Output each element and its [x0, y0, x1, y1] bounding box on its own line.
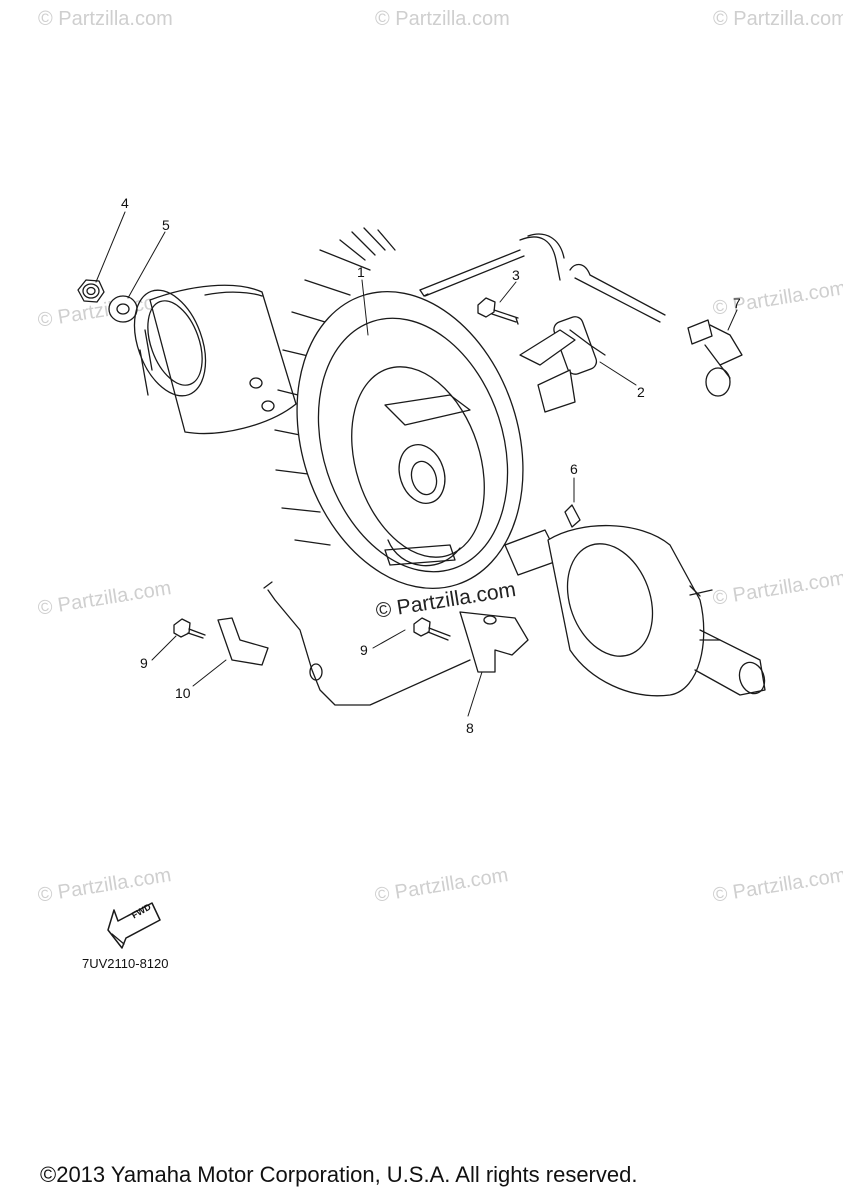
callout-part-7[interactable]: 7: [733, 295, 741, 311]
callout-part-4[interactable]: 4: [121, 195, 129, 211]
callout-part-5[interactable]: 5: [162, 217, 170, 233]
pulser-coil-part-8[interactable]: [263, 581, 529, 706]
drawing-code: 7UV2110-8120: [82, 956, 169, 971]
callout-part-8[interactable]: 8: [466, 720, 474, 736]
copyright-notice: ©2013 Yamaha Motor Corporation, U.S.A. A…: [40, 1162, 638, 1187]
stator-housing: [133, 284, 297, 435]
callout-part-9-right[interactable]: 9: [360, 642, 368, 658]
screw-part-9-left[interactable]: [173, 618, 206, 639]
nut-part-4[interactable]: [77, 279, 105, 303]
callout-part-9-left[interactable]: 9: [140, 655, 148, 671]
callout-part-1[interactable]: 1: [357, 264, 365, 280]
crankshaft: [504, 524, 766, 697]
callout-part-10[interactable]: 10: [175, 685, 191, 701]
plug-cap-part-7[interactable]: [687, 319, 743, 397]
woodruff-key-part-6[interactable]: [564, 504, 581, 528]
callout-part-3[interactable]: 3: [512, 267, 520, 283]
fwd-arrow-icon: [107, 902, 161, 949]
washer-part-5[interactable]: [108, 295, 138, 323]
screw-part-9-right[interactable]: [413, 617, 451, 641]
ignition-coil-part-2[interactable]: [419, 233, 666, 413]
bolt-part-3[interactable]: [477, 297, 519, 325]
callout-part-6[interactable]: 6: [570, 461, 578, 477]
callout-part-2[interactable]: 2: [637, 384, 645, 400]
flywheel-part-1[interactable]: [260, 227, 559, 618]
bracket-part-10[interactable]: [217, 617, 269, 666]
